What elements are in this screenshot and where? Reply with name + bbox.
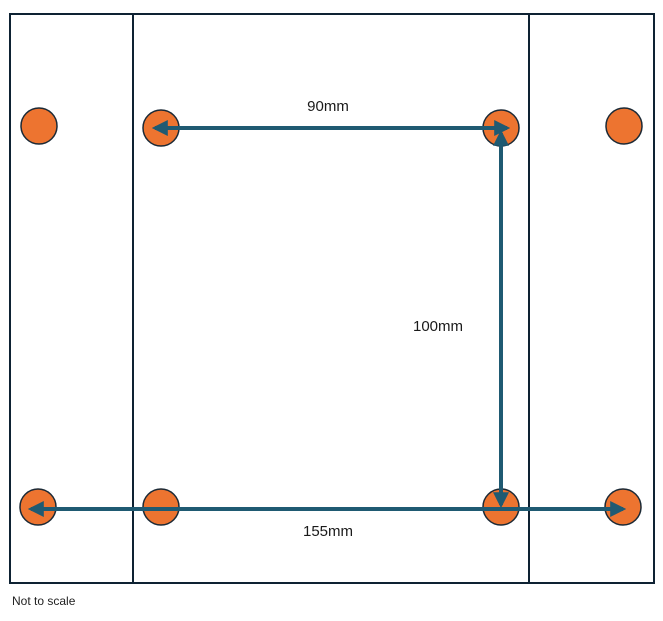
board-outline: [9, 13, 655, 584]
scale-note: Not to scale: [12, 594, 76, 608]
dimension-label-bottom: 155mm: [303, 523, 353, 540]
dimension-label-vertical: 100mm: [413, 318, 463, 335]
dimension-label-top: 90mm: [307, 98, 349, 115]
hole-top-outer-right: [605, 107, 643, 145]
hole-top-outer-left: [20, 107, 58, 145]
